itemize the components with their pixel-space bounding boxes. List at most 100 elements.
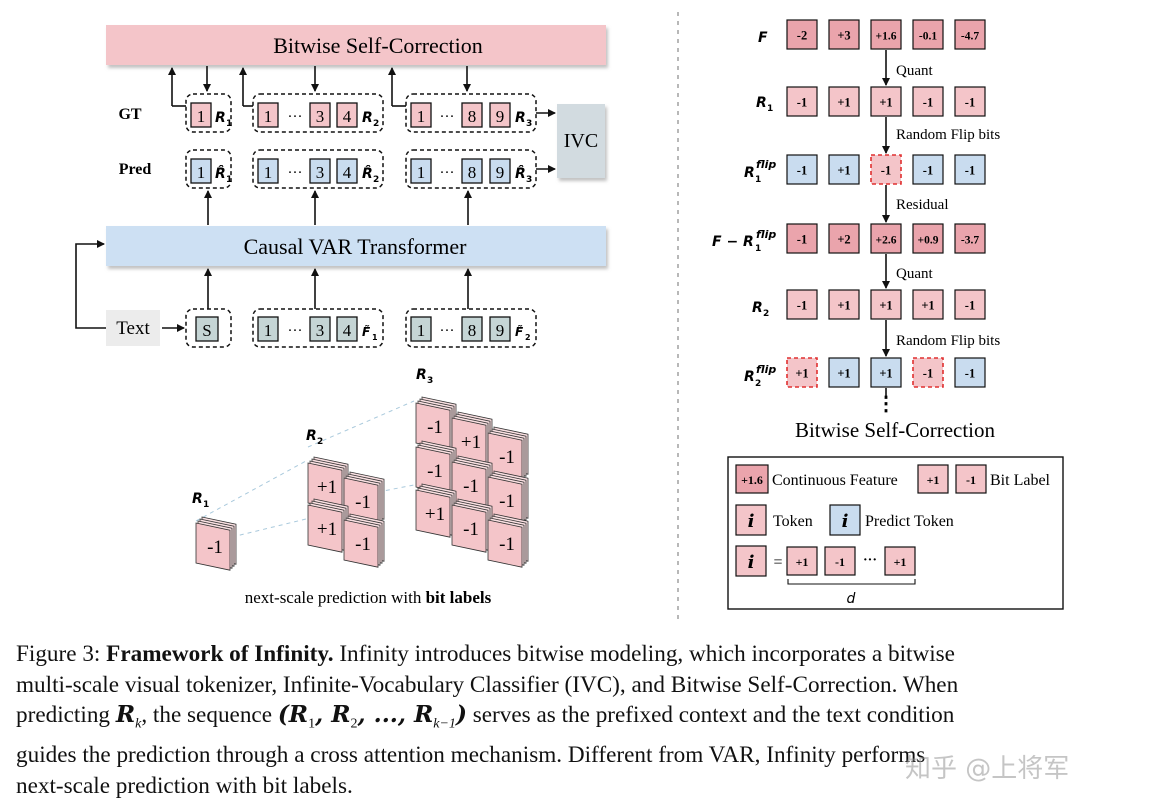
legend-predict-token: i Predict Token	[829, 504, 954, 536]
bit-value: -1	[965, 299, 975, 313]
label-R1: R	[756, 95, 767, 111]
stack-label-r3: R	[416, 367, 427, 383]
multi-scale-stacks: -1+1-1+1-1-1+1-1-1-1-1+1-1-1	[195, 396, 529, 571]
bit-cell	[828, 19, 860, 50]
legend-token: i Token	[735, 504, 813, 536]
input-group-2: 1 ··· 3 4 F̃ 1	[252, 308, 384, 348]
scale-tile: -1	[487, 470, 529, 525]
row-F: -2+3+1.6-0.1-4.7	[786, 19, 986, 50]
bit-value: +3	[837, 29, 850, 43]
op-quant-2: Quant	[896, 266, 933, 282]
svg-text:9: 9	[496, 321, 505, 340]
svg-text:2: 2	[755, 379, 761, 389]
tile-value: +1	[317, 519, 337, 540]
bit-cell	[912, 154, 944, 185]
bsc-title: Bitwise Self-Correction	[273, 33, 483, 58]
svg-text:···: ···	[440, 109, 455, 125]
svg-text:+1.6: +1.6	[741, 473, 763, 487]
op-quant-1: Quant	[896, 63, 933, 79]
bit-cell	[828, 357, 860, 388]
svg-text:3: 3	[427, 376, 433, 386]
svg-text:-1: -1	[835, 555, 845, 569]
row-R2: -1+1+1+1-1	[786, 289, 986, 320]
svg-text:3: 3	[316, 163, 325, 182]
svg-text:2: 2	[525, 333, 531, 342]
op-residual: Residual	[896, 197, 949, 213]
svg-text:1: 1	[372, 333, 378, 342]
flipped-bit-cell	[786, 357, 818, 388]
bsc-right-title: Bitwise Self-Correction	[795, 418, 996, 442]
bit-value: +1.6	[876, 31, 897, 43]
watermark: 知乎 @上将军	[905, 754, 1070, 784]
scale-tile: +1	[307, 498, 349, 553]
bit-cell	[786, 19, 818, 50]
svg-text:flip: flip	[756, 363, 776, 376]
figure-caption: Figure 3: Framework of Infinity. Infinit…	[16, 641, 959, 799]
bit-cell	[912, 19, 944, 50]
svg-text:3: 3	[316, 107, 325, 126]
label-F: F	[758, 30, 768, 46]
bit-cell	[954, 86, 986, 117]
bit-value: -3.7	[961, 235, 979, 247]
svg-text:···: ···	[288, 323, 303, 339]
row-R1: -1+1+1-1-1	[786, 86, 986, 117]
tile-value: -1	[355, 534, 371, 555]
pred-group-2: 1 ··· 3 4 R̂ 2	[252, 149, 384, 189]
svg-text:1: 1	[417, 107, 426, 126]
bit-cell	[954, 154, 986, 185]
bit-cell	[828, 223, 860, 254]
svg-text:8: 8	[468, 163, 477, 182]
svg-text:Predict Token: Predict Token	[865, 513, 954, 530]
vertical-ellipsis: ⋮	[876, 393, 896, 415]
svg-text:···: ···	[440, 323, 455, 339]
bit-value: -1	[965, 164, 975, 178]
legend-bit-label: +1 -1 Bit Label	[917, 464, 1051, 494]
bit-value: -4.7	[961, 31, 979, 43]
input-group-s: S	[185, 308, 232, 348]
svg-text:···: ···	[288, 109, 303, 125]
bitwise-self-correction-example: -2+3+1.6-0.1-4.7-1+1+1-1-1-1+1-1-1-1-1+2…	[786, 19, 986, 396]
framework-figure: Bitwise Self-Correction GT Pred 1 R 1 1 …	[75, 12, 1064, 622]
bit-value: +1	[837, 299, 850, 313]
svg-text:1: 1	[226, 175, 232, 185]
tile-value: -1	[355, 492, 371, 513]
svg-text:1: 1	[417, 163, 426, 182]
gt-group-3: 1 ··· 8 9 R 3	[405, 93, 537, 133]
tile-value: -1	[499, 534, 515, 555]
scale-tile: -1	[195, 516, 237, 571]
bit-value: +1	[879, 299, 892, 313]
scale-tile: -1	[343, 471, 385, 526]
tile-value: -1	[427, 417, 443, 438]
bit-value: -1	[965, 96, 975, 110]
svg-text:R: R	[362, 110, 373, 126]
bit-cell	[870, 223, 902, 254]
bit-cell	[786, 86, 818, 117]
svg-text:1: 1	[197, 163, 206, 182]
svg-text:F̃: F̃	[515, 325, 524, 339]
svg-text:8: 8	[468, 321, 477, 340]
gt-group-2: 1 ··· 3 4 R 2	[252, 93, 384, 133]
bit-value: +1	[837, 164, 850, 178]
flipped-bit-cell	[912, 357, 944, 388]
svg-text:R: R	[215, 110, 226, 126]
bit-value: +1	[795, 367, 808, 381]
text-box	[106, 310, 160, 346]
bit-cell	[954, 289, 986, 320]
scale-tile: -1	[451, 455, 493, 510]
scale-tile: -1	[487, 513, 529, 568]
svg-text:···: ···	[863, 553, 877, 568]
bit-value: -1	[881, 164, 891, 178]
bit-value: +1	[879, 96, 892, 110]
bit-cell	[954, 223, 986, 254]
scale-connectors	[195, 400, 415, 538]
svg-text:9: 9	[496, 107, 505, 126]
text-label: Text	[116, 318, 150, 339]
bit-value: -1	[965, 367, 975, 381]
svg-text:R: R	[515, 110, 526, 126]
svg-text:1: 1	[755, 244, 761, 254]
svg-text:2: 2	[373, 119, 379, 129]
pred-group-1: 1 R̂ 1	[185, 149, 232, 189]
transformer-title: Causal VAR Transformer	[244, 234, 468, 259]
svg-text:i: i	[842, 511, 849, 532]
bit-value: +1	[837, 367, 850, 381]
